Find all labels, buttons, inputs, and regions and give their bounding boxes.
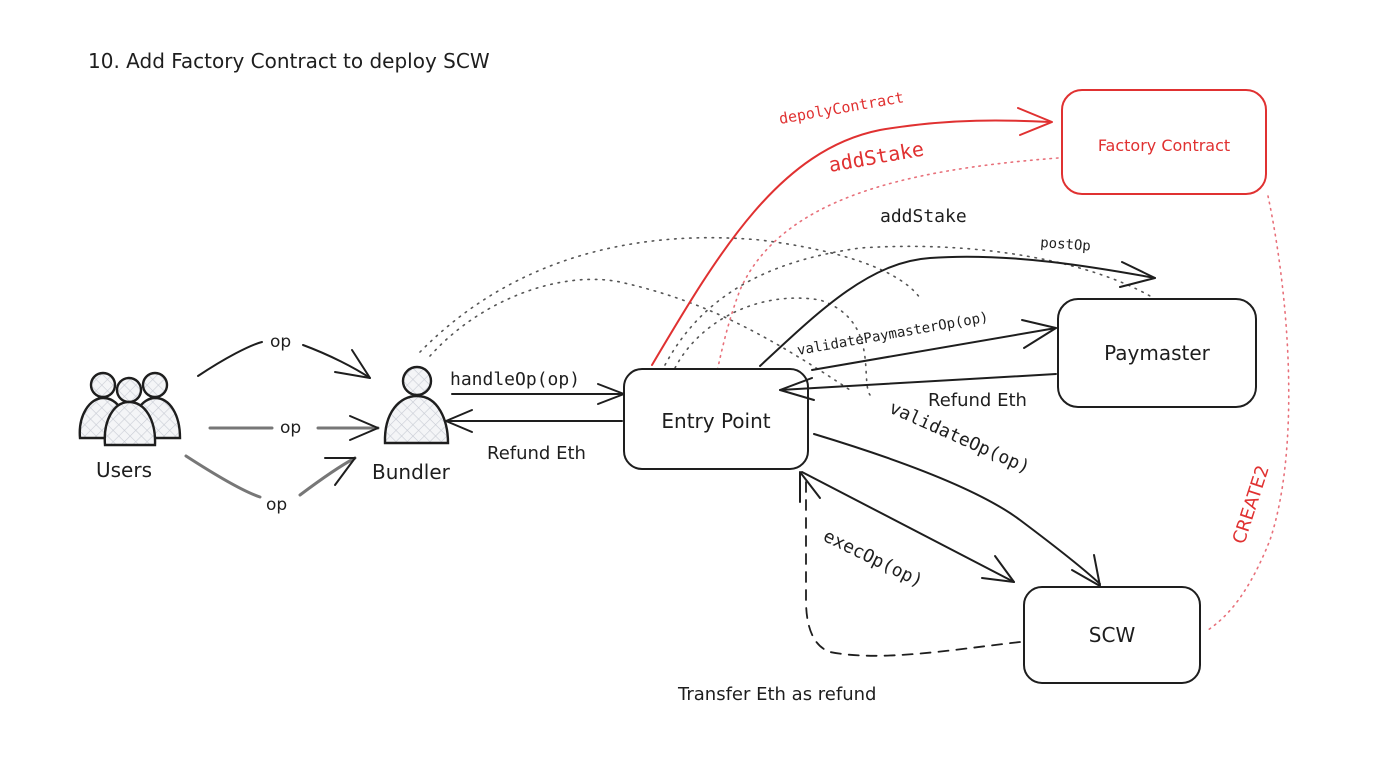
edge-refund-eth-bundler: Refund Eth xyxy=(445,409,623,464)
bundler-dotted-edge-low xyxy=(429,278,851,391)
dotted-edges xyxy=(419,157,1290,631)
create2-dotted-edge xyxy=(1207,195,1290,631)
svg-text:depolyContract: depolyContract xyxy=(778,88,906,128)
edge-handle-op: handleOp(op) xyxy=(450,369,625,405)
edge-validate-paymaster-op: validatePaymasterOp(op) xyxy=(796,310,1057,371)
person-icon[interactable] xyxy=(383,365,450,445)
edge-refund-eth-paymaster: Refund Eth xyxy=(779,373,1057,411)
svg-text:Refund Eth: Refund Eth xyxy=(928,390,1027,411)
svg-text:op: op xyxy=(266,495,287,515)
svg-text:Refund Eth: Refund Eth xyxy=(487,443,586,464)
svg-text:Transfer Eth as refund: Transfer Eth as refund xyxy=(677,684,876,705)
svg-text:execOp(op): execOp(op) xyxy=(820,526,927,592)
svg-text:op: op xyxy=(280,418,301,438)
paymaster-node[interactable]: Paymaster xyxy=(1057,298,1257,408)
edge-user-op-top: op xyxy=(197,332,371,379)
svg-text:op: op xyxy=(270,332,291,352)
scw-label: SCW xyxy=(1089,623,1136,647)
factory-contract-node[interactable]: Factory Contract xyxy=(1061,89,1267,195)
paymaster-label: Paymaster xyxy=(1104,341,1211,365)
svg-text:postOp: postOp xyxy=(1040,235,1092,254)
users-group-icon[interactable] xyxy=(78,371,182,447)
create2-label: CREATE2 xyxy=(1229,463,1274,547)
edge-user-op-mid: op xyxy=(208,415,380,441)
factory-contract-label: Factory Contract xyxy=(1098,136,1230,155)
svg-text:handleOp(op): handleOp(op) xyxy=(450,369,580,390)
entry-point-label: Entry Point xyxy=(661,409,770,433)
bundler-label: Bundler xyxy=(372,460,451,484)
diagram-title: 10. Add Factory Contract to deploy SCW xyxy=(88,49,490,73)
users-label: Users xyxy=(96,458,152,482)
edge-deploy-contract: depolyContract xyxy=(651,88,1053,366)
edge-user-op-bottom: op xyxy=(184,454,357,515)
edge-post-op: postOp xyxy=(759,235,1156,367)
scw-node[interactable]: SCW xyxy=(1023,586,1201,684)
add-stake-paymaster-label: addStake xyxy=(880,206,967,227)
factory-addstake-dotted-edge xyxy=(714,157,1059,381)
entry-point-node[interactable]: Entry Point xyxy=(623,368,809,470)
svg-text:validatePaymasterOp(op): validatePaymasterOp(op) xyxy=(796,310,990,359)
edge-transfer-refund: Transfer Eth as refund xyxy=(677,479,1021,705)
bundler-dotted-edge-high xyxy=(419,236,921,353)
edge-exec-op: execOp(op) xyxy=(799,471,1015,592)
